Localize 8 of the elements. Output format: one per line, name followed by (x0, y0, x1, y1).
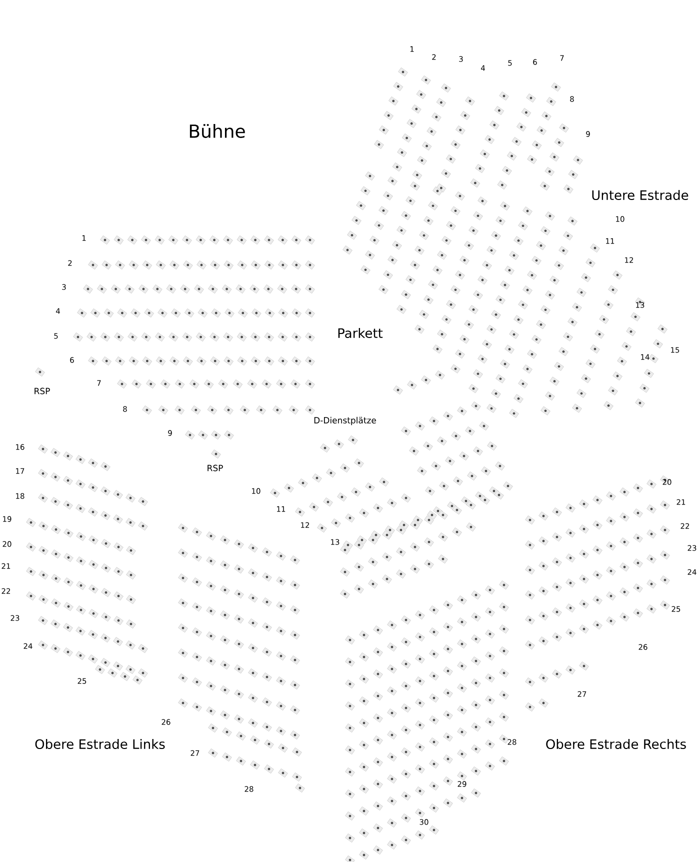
section-label: Obere Estrade Links (35, 738, 165, 750)
seat-label: RSP (34, 388, 50, 394)
section-label: Untere Estrade (592, 190, 688, 200)
seat-label: D-Dienstplätze (314, 416, 376, 426)
seat-label: RSP (208, 464, 223, 472)
section-label: Parkett (338, 328, 383, 338)
stage-label: Bühne (190, 124, 245, 138)
section-label: Obere Estrade Rechts (546, 738, 686, 750)
